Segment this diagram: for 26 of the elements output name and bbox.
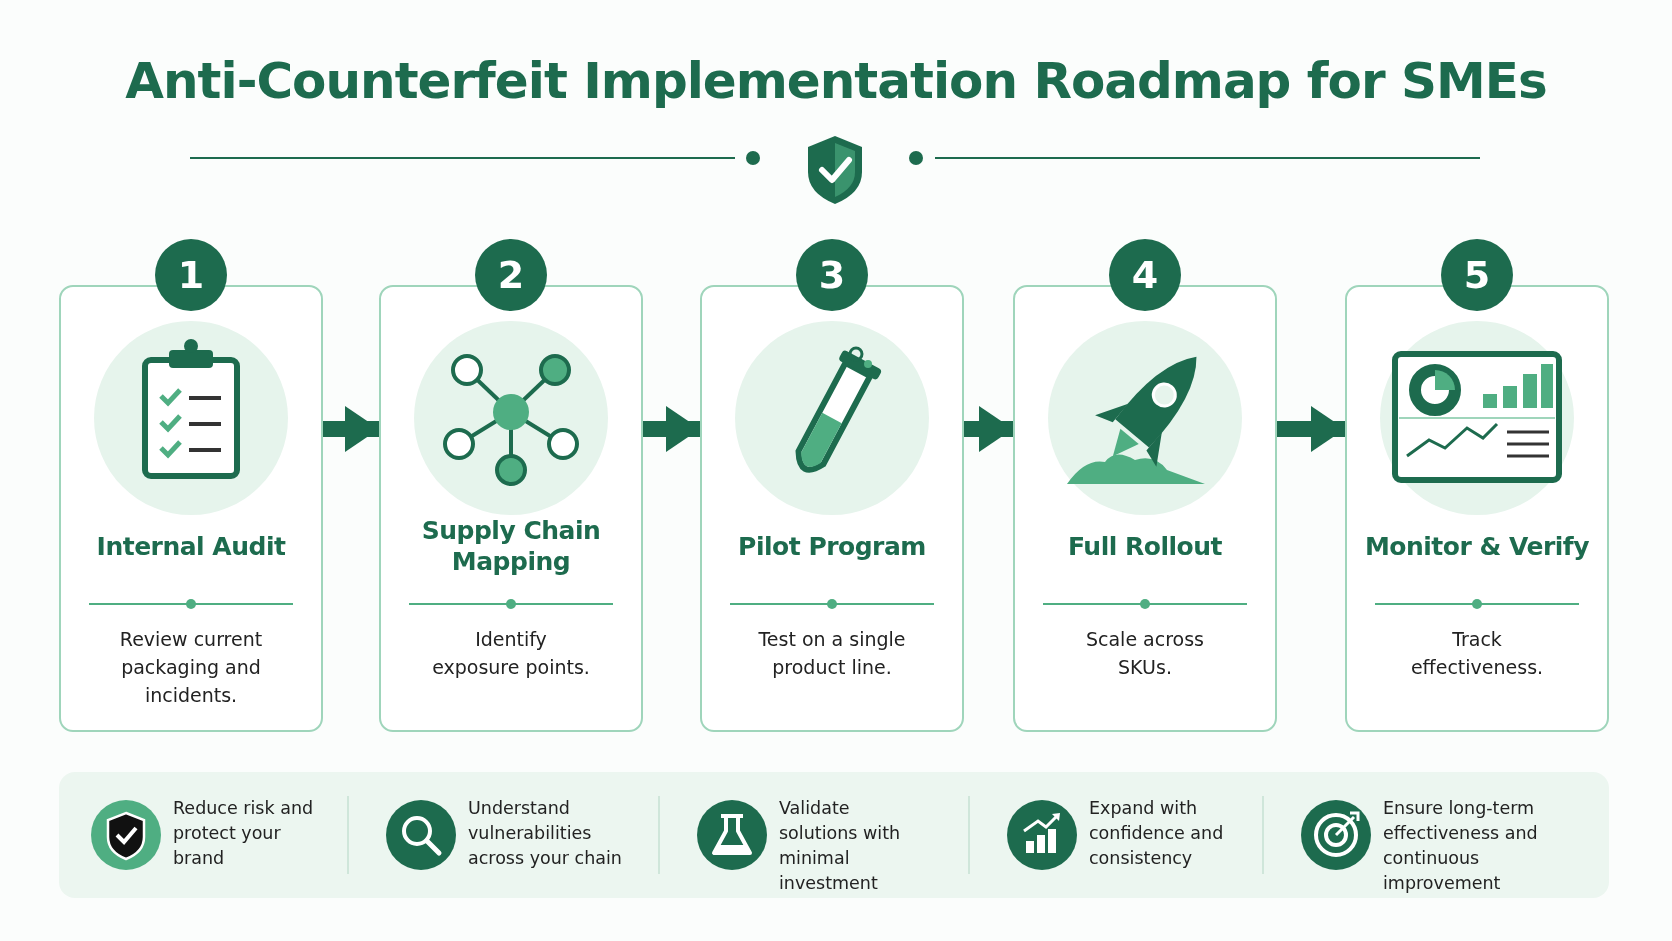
benefit-text: Ensure long-term effectiveness and continuous improvement: [1383, 797, 1539, 895]
benefit-text: Validate solutions with minimal investment: [779, 797, 902, 895]
title: Anti-Counterfeit Implementation Roadmap for SMEs: [124, 52, 1548, 110]
step-title: Internal Audit: [95, 531, 287, 562]
step-title: Full Rollout: [1067, 531, 1223, 562]
benefits-panel: [59, 772, 1609, 898]
step-number: 4: [1109, 239, 1181, 311]
step-number: 3: [796, 239, 868, 311]
step-description: Track effectiveness.: [1409, 627, 1545, 680]
step-description: Scale across SKUs.: [1084, 627, 1206, 680]
step-number: 5: [1441, 239, 1513, 311]
arrow: [1277, 406, 1345, 452]
benefit-text: Reduce risk and protect your brand: [173, 797, 315, 870]
step-description: Review current packaging and incidents.: [118, 627, 264, 708]
benefit-text: Understand vulnerabilities across your chain: [468, 797, 623, 870]
benefit-text: Expand with confidence and consistency: [1089, 797, 1225, 870]
arrow: [323, 406, 379, 452]
step-description: Test on a single product line.: [757, 627, 907, 680]
step-number: 1: [155, 239, 227, 311]
arrow: [643, 406, 700, 452]
step-title: Supply Chain Mapping: [420, 515, 602, 577]
arrow: [964, 406, 1013, 452]
step-number: 2: [475, 239, 547, 311]
step-title: Pilot Program: [737, 531, 927, 562]
step-title: Monitor & Verify: [1363, 531, 1591, 562]
step-description: Identify exposure points.: [431, 627, 591, 680]
